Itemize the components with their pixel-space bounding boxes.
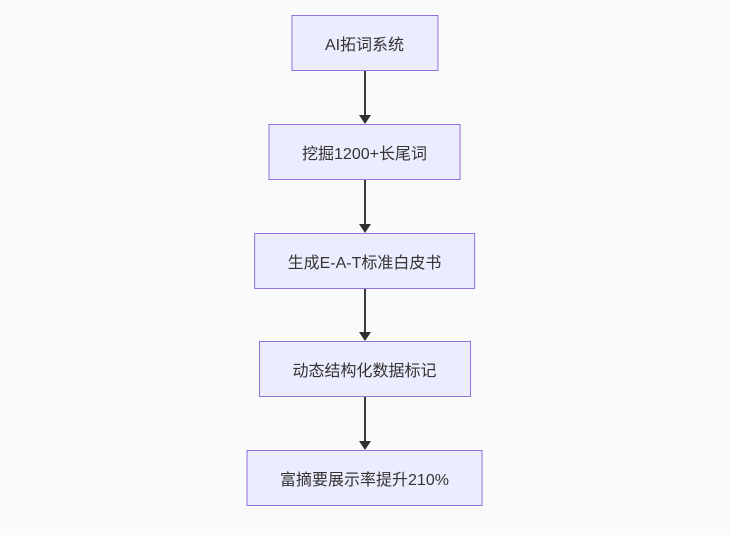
- flowchart-node-structured-data-markup: 动态结构化数据标记: [258, 341, 471, 397]
- edge-line: [363, 289, 366, 332]
- flowchart-node-longtail-keywords: 挖掘1200+长尾词: [268, 124, 461, 180]
- arrowhead-down-icon: [358, 441, 371, 450]
- flowchart-edge-3: [358, 289, 371, 341]
- edge-line: [363, 180, 366, 224]
- edge-line: [363, 71, 366, 115]
- node-label: 生成E-A-T标准白皮书: [287, 255, 442, 272]
- node-label: AI拓词系统: [324, 37, 405, 54]
- flowchart-edge-2: [358, 180, 371, 233]
- flowchart-node-ai-word-expansion: AI拓词系统: [290, 15, 439, 71]
- arrowhead-down-icon: [358, 224, 371, 233]
- arrowhead-down-icon: [358, 332, 371, 341]
- flowchart-node-rich-snippet-rate: 富摘要展示率提升210%: [246, 450, 483, 506]
- flowchart-edge-1: [358, 71, 371, 124]
- arrowhead-down-icon: [358, 115, 371, 124]
- node-label: 富摘要展示率提升210%: [280, 472, 449, 489]
- node-label: 挖掘1200+长尾词: [302, 146, 427, 163]
- flowchart-edge-4: [358, 397, 371, 450]
- edge-line: [363, 397, 366, 441]
- node-label: 动态结构化数据标记: [292, 363, 437, 380]
- flowchart-node-eat-whitepaper: 生成E-A-T标准白皮书: [253, 233, 476, 289]
